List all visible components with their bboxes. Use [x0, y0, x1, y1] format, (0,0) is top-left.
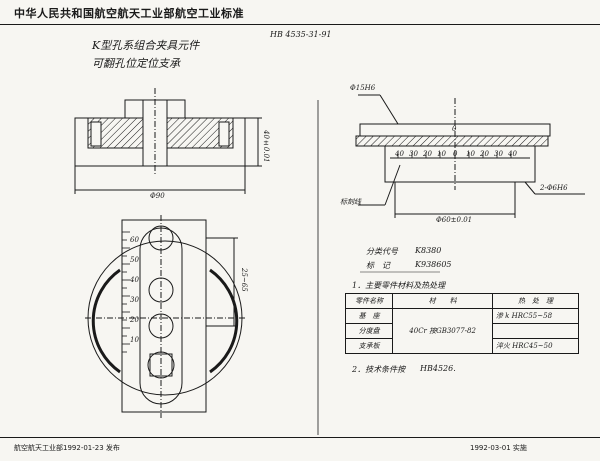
note-materials: 1．主要零件材料及热处理 [352, 281, 446, 290]
page-title-line1: K型孔系组合夹具元件 [92, 39, 200, 52]
dim-holes: 2-Φ6H6 [540, 184, 568, 192]
table-cell: 40Cr 按GB3077-82 [392, 323, 493, 339]
scale-number: 40 [508, 150, 517, 158]
side-view [355, 94, 585, 218]
scale-number: 20 [480, 150, 489, 158]
scale-number: 0 [453, 150, 458, 158]
plan-view [85, 215, 245, 418]
mark-value: K938605 [415, 260, 452, 269]
callout-scale: 标刻线 [340, 198, 361, 206]
materials-table: 零件名称 材 料 热 处 理 基 座 渗 k HRC55~58 分度盘 40Cr… [344, 293, 580, 354]
scale-number: 30 [494, 150, 503, 158]
dim-height: 40±0.01 [262, 130, 270, 163]
table-cell: 支承板 [344, 338, 394, 354]
effective-date: 1992-03-01 实施 [470, 444, 527, 452]
table-header-row: 零件名称 材 料 热 处 理 [344, 293, 580, 309]
table-cell [392, 308, 493, 324]
dim-bore: Φ60±0.01 [436, 216, 473, 224]
issue-date: 航空航天工业部1992-01-23 发布 [14, 444, 120, 452]
dim-diameter: Φ90 [150, 192, 165, 200]
table-row: 基 座 渗 k HRC55~58 [344, 308, 580, 324]
table-cell [491, 323, 580, 339]
scale-number: 20 [423, 150, 432, 158]
scale-top-zero: 0 [452, 125, 457, 133]
vertical-scale-number: 30 [130, 296, 139, 304]
note-tech-ref: HB4526. [420, 364, 456, 373]
org-title: 中华人民共和国航空航天工业部航空工业标准 [14, 7, 244, 20]
vertical-scale-number: 50 [130, 256, 139, 264]
footer-rule [0, 437, 600, 438]
table-row: 支承板 淬火 HRC45~50 [344, 338, 580, 354]
table-cell [392, 338, 493, 354]
vertical-scale-number: 20 [130, 316, 139, 324]
table-cell: 基 座 [344, 308, 394, 324]
table-cell: 淬火 HRC45~50 [491, 338, 580, 354]
scale-number: 10 [466, 150, 475, 158]
standard-number: HB 4535-31-91 [270, 30, 332, 39]
header-rule [0, 24, 600, 25]
dim-hole-top: Φ15H6 [350, 84, 376, 92]
vertical-scale-number: 10 [130, 336, 139, 344]
dim-slot: 25~65 [240, 268, 248, 292]
vertical-scale-number: 40 [130, 276, 139, 284]
scale-number: 30 [409, 150, 418, 158]
mark-label: 标 记 [366, 261, 390, 270]
scale-number: 10 [437, 150, 446, 158]
page-title-line2: 可翻孔位定位支承 [92, 57, 180, 70]
table-cell: 渗 k HRC55~58 [491, 308, 580, 324]
table-header: 材 料 [392, 293, 493, 309]
scale-number: 40 [395, 150, 404, 158]
table-header: 零件名称 [344, 293, 394, 309]
table-row: 分度盘 40Cr 按GB3077-82 [344, 323, 580, 339]
table-cell: 分度盘 [344, 323, 394, 339]
section-view [74, 88, 262, 194]
vertical-scale-number: 60 [130, 236, 139, 244]
note-tech-conditions: 2．技术条件按 [352, 365, 406, 374]
class-code-value: K8380 [415, 246, 442, 255]
table-header: 热 处 理 [491, 293, 580, 309]
class-code-label: 分类代号 [366, 247, 398, 256]
